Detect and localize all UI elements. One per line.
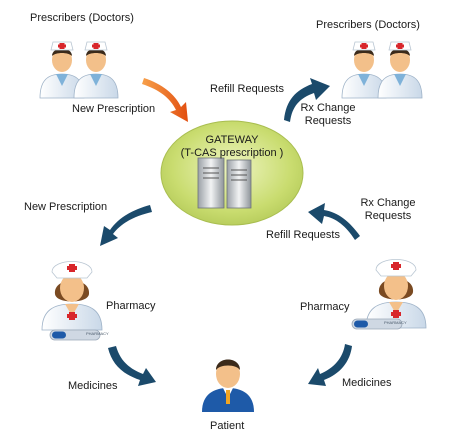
rx-change-right-line2: Requests — [364, 210, 412, 222]
new-prescription-left-label: New Prescription — [24, 201, 108, 213]
nurse-icon — [41, 261, 103, 331]
doctor-icon — [377, 41, 423, 99]
gateway-subtitle: (T-CAS prescription ) — [180, 147, 284, 159]
rx-change-top-line2: Requests — [304, 115, 352, 127]
rx-change-right-label: Rx Change Requests — [356, 197, 420, 223]
top-left-title: Prescribers (Doctors) — [30, 12, 134, 24]
top-right-title: Prescribers (Doctors) — [316, 19, 420, 31]
arrow-icon — [284, 78, 330, 122]
pharmacy-right-label: Pharmacy — [300, 301, 350, 313]
patient-icon — [202, 359, 254, 412]
gateway-title: GATEWAY — [205, 134, 259, 146]
doctor-icon — [73, 41, 119, 99]
gateway-label: GATEWAY (T-CAS prescription ) — [172, 134, 292, 160]
server-icon — [197, 157, 252, 209]
arrow-icon — [108, 346, 156, 386]
rx-change-right-line1: Rx Change — [360, 197, 416, 209]
new-prescription-top-label: New Prescription — [72, 103, 156, 115]
arrow-icon — [142, 78, 188, 122]
rx-change-top-label: Rx Change Requests — [296, 102, 360, 128]
medicines-right-label: Medicines — [342, 377, 392, 389]
refill-requests-right-label: Refill Requests — [266, 229, 340, 241]
card-text-right: PHARMACY — [384, 320, 407, 325]
rx-change-top-line1: Rx Change — [300, 102, 356, 114]
nurse-icon — [365, 259, 427, 329]
pharmacy-left-label: Pharmacy — [106, 300, 156, 312]
patient-label: Patient — [210, 420, 245, 432]
medicines-left-label: Medicines — [68, 380, 118, 392]
card-text-left: PHARMACY — [86, 331, 109, 336]
arrow-icon — [308, 344, 352, 386]
arrow-icon — [308, 203, 360, 240]
arrow-icon — [100, 205, 152, 246]
refill-requests-top-label: Refill Requests — [210, 83, 284, 95]
